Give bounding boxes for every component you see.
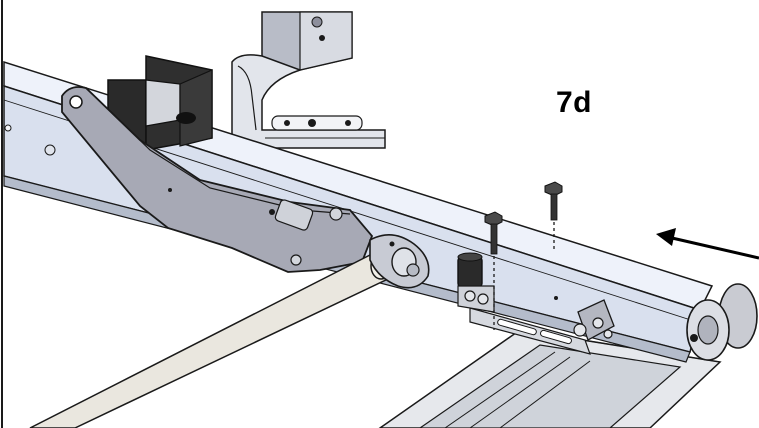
pivot-hole	[69, 95, 83, 109]
step-label: 7d	[556, 86, 593, 119]
upright-post	[261, 11, 353, 81]
floor-rails	[378, 329, 722, 428]
side-plate	[61, 86, 374, 273]
sensor-bracket	[457, 252, 495, 313]
floor-rail-inner	[418, 344, 682, 428]
rod	[29, 252, 392, 428]
bolt-icon	[544, 181, 563, 250]
right-bracket	[573, 299, 615, 341]
arrow-left-icon	[656, 228, 759, 260]
bolt-icon	[484, 211, 503, 330]
bearing-housing	[369, 234, 430, 289]
end-wheels	[686, 283, 758, 361]
curved-bracket	[231, 54, 386, 149]
lower-bracket	[469, 307, 591, 355]
